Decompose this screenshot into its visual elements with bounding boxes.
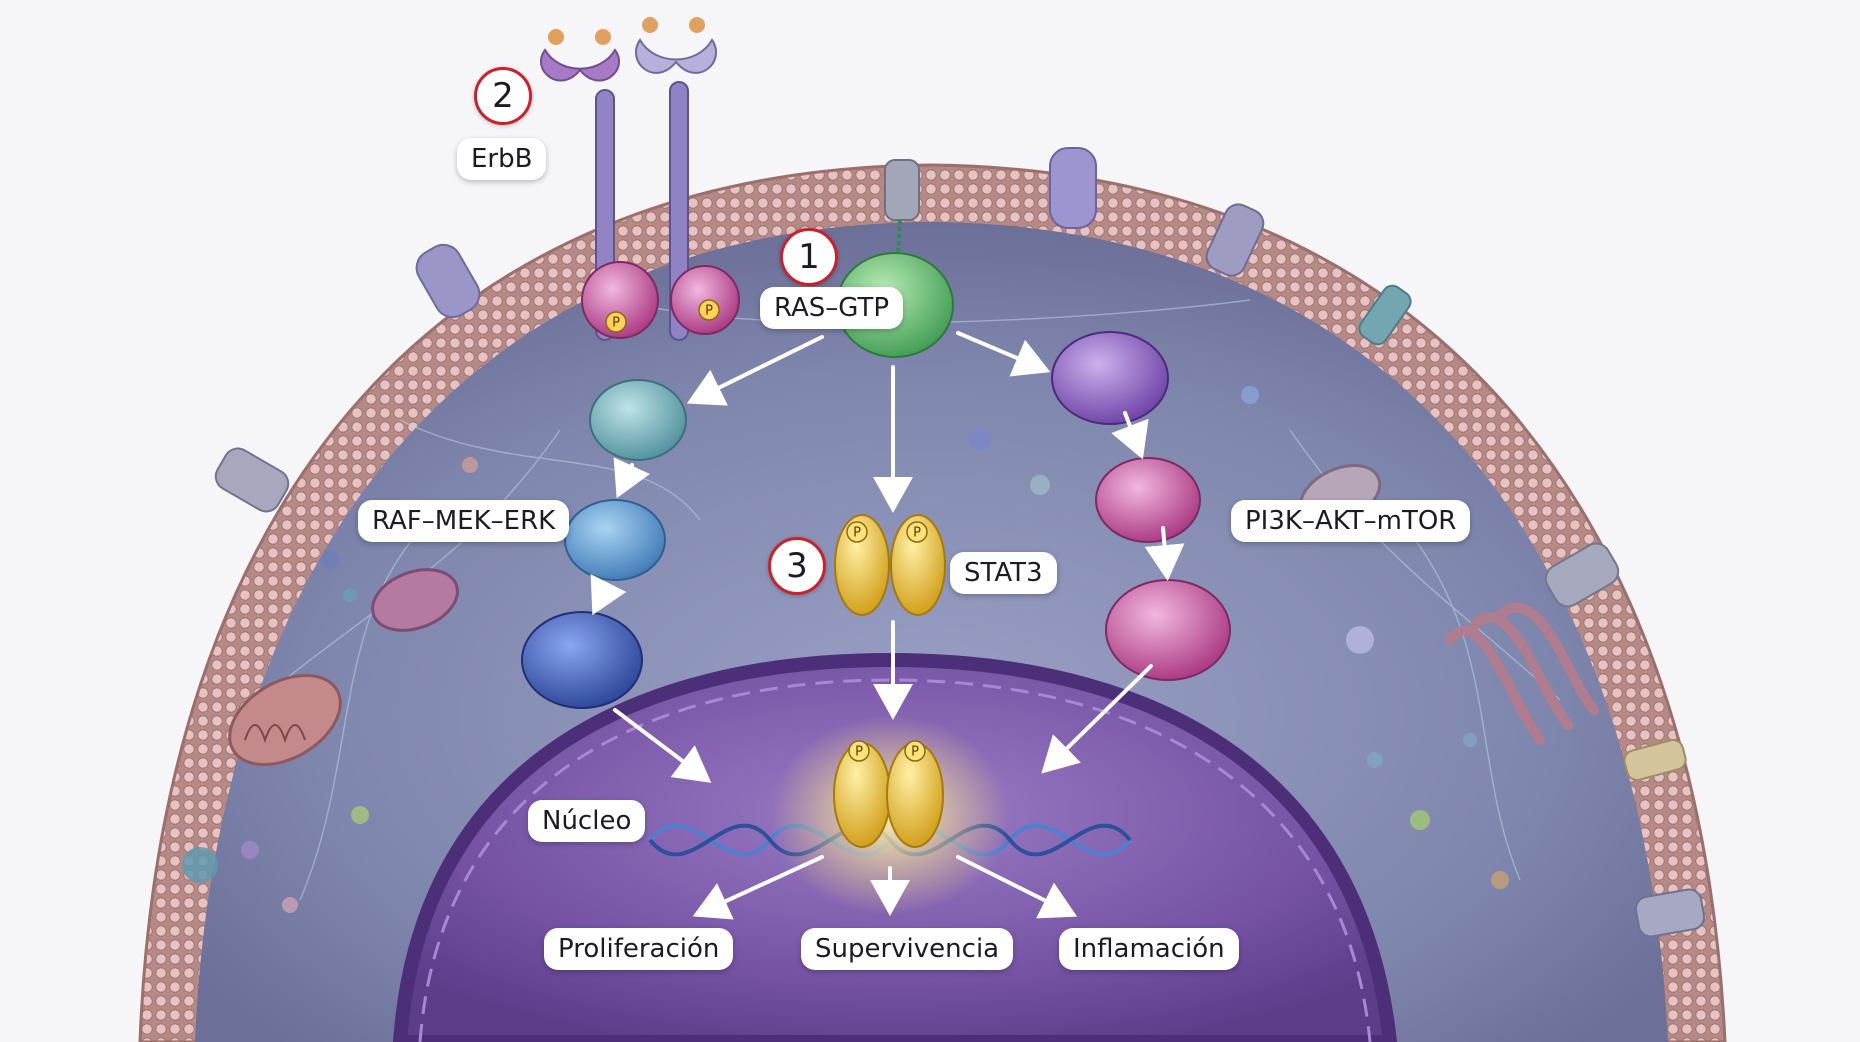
pi3k-protein: [1051, 331, 1169, 425]
membrane-channel: [1049, 147, 1097, 229]
label-pi3k-akt-mtor: PI3K–AKT–mTOR: [1231, 500, 1471, 542]
svg-text:P: P: [913, 526, 921, 541]
svg-text:P: P: [855, 745, 863, 760]
erk-protein: [521, 611, 643, 709]
phospho-group: P: [605, 311, 627, 333]
arrow-akt-to-mtor: [1144, 526, 1185, 581]
membrane-channel: [884, 159, 920, 221]
arrow-mtor-to-dna: [1041, 664, 1153, 774]
phospho-group: P: [848, 740, 870, 762]
step-badge-1: 1: [780, 228, 838, 286]
arrow-pi3k-to-akt: [1111, 411, 1149, 460]
step-badge-2: 2: [474, 67, 532, 125]
svg-text:P: P: [705, 304, 713, 319]
arrow-ras-to-raf: [686, 335, 824, 406]
golgi-apparatus: [1445, 602, 1599, 745]
membrane-channel: [1358, 284, 1412, 346]
erbb-receptor-left: [539, 29, 659, 341]
arrow-ras-to-pi3k: [956, 331, 1051, 377]
arrow-to-inflamacion: [956, 855, 1078, 919]
arrow-erk-to-dna: [613, 708, 712, 783]
phospho-group: P: [906, 521, 928, 543]
nuclear-envelope-inner: [418, 678, 1372, 1042]
mek-protein: [564, 499, 666, 581]
membrane-channel: [1623, 738, 1687, 782]
arrow-mek-to-erk: [590, 574, 627, 616]
membrane-channel: [415, 243, 481, 319]
vesicles: [182, 386, 1509, 913]
label-raf-mek-erk: RAF–MEK–ERK: [358, 500, 570, 542]
ras-membrane-anchor: [896, 219, 902, 256]
akt-protein: [1095, 457, 1201, 543]
raf-protein: [589, 379, 687, 461]
membrane-channel: [1634, 888, 1706, 938]
membrane-channel: [1205, 203, 1265, 277]
step-badge-3: 3: [768, 537, 826, 595]
mtor-protein: [1105, 579, 1231, 681]
arrow-to-proliferacion: [692, 855, 824, 920]
label-ras-gtp: RAS–GTP: [760, 287, 904, 329]
membrane-channel: [214, 447, 290, 513]
svg-text:P: P: [853, 526, 861, 541]
svg-text:P: P: [612, 316, 620, 331]
stat3-dimer-cytoplasm: [834, 514, 946, 616]
arrow-raf-to-mek: [613, 457, 650, 499]
label-stat3: STAT3: [950, 552, 1057, 594]
phospho-group: P: [904, 740, 926, 762]
membrane-channel: [1544, 542, 1620, 608]
label-inflamacion: Inflamación: [1059, 928, 1239, 970]
label-erbb: ErbB: [457, 138, 547, 180]
mitochondrion: [371, 568, 459, 632]
label-supervivencia: Supervivencia: [801, 928, 1014, 970]
label-proliferacion: Proliferación: [544, 928, 734, 970]
erbb-receptor-right: [634, 17, 740, 341]
phospho-group: P: [846, 521, 868, 543]
svg-text:P: P: [911, 745, 919, 760]
phospho-group: P: [698, 299, 720, 321]
mitochondrion: [228, 673, 342, 767]
label-nucleo: Núcleo: [528, 800, 646, 842]
